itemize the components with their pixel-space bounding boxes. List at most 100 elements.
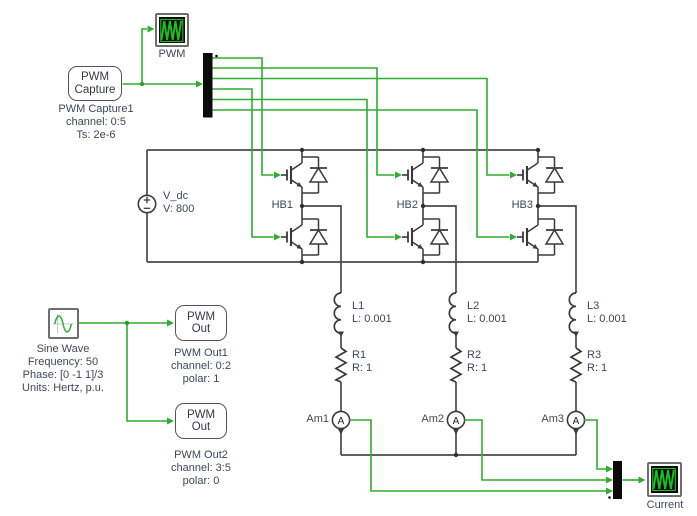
igbt-hb3-low[interactable]	[515, 217, 565, 257]
hb3-phase-wire[interactable]	[538, 205, 577, 293]
scope-pwm-block[interactable]	[155, 13, 189, 47]
l1-value: L: 0.001	[352, 313, 392, 325]
ammeter-am3-symbol: A	[573, 416, 580, 427]
ammeter-flow-arrows	[338, 429, 579, 435]
pwm-out2-name: PWM Out2	[174, 449, 228, 461]
inductor-l2[interactable]	[448, 292, 457, 335]
mux-port-marker	[608, 496, 611, 499]
r3-name: R3	[587, 349, 602, 361]
scope-current-screen	[651, 466, 678, 493]
pwm-out1-title-line2: Out	[191, 323, 211, 335]
scope-pwm-screen	[159, 17, 185, 43]
wire-junction-dots	[299, 147, 541, 458]
l3-annotation: L3 L: 0.001	[587, 300, 627, 326]
scope-waveform-icon	[160, 18, 184, 42]
hb2-phase-wire[interactable]	[423, 205, 457, 293]
inductor-l1[interactable]	[333, 292, 342, 335]
am2-meas-wire[interactable]	[464, 419, 607, 481]
signal-arrowheads	[147, 25, 646, 495]
gate-wire-hb3-low[interactable]	[212, 109, 510, 238]
igbt-hb3-high[interactable]	[515, 155, 565, 195]
scope-current-block[interactable]	[647, 462, 682, 497]
pwm-out2-annotation: PWM Out2 channel: 3:5 polar: 0	[131, 449, 271, 488]
gate-wire-hb2-high[interactable]	[212, 67, 395, 176]
igbt-hb1-high[interactable]	[279, 155, 329, 195]
sine-wave-freq: Frequency: 50	[27, 356, 99, 368]
demux-bar[interactable]	[203, 53, 218, 118]
pwm-out1-title-line1: PWM	[186, 310, 216, 323]
pwm-out2-polar: polar: 0	[182, 475, 220, 487]
am3-meas-wire[interactable]	[583, 419, 607, 470]
vdc-annotation: V_dc V: 800	[163, 190, 194, 216]
gate-wire-hb1-low[interactable]	[212, 88, 274, 238]
capture-scope-branch-wire[interactable]	[141, 28, 147, 84]
signal-junction-dots	[124, 81, 145, 326]
resistor-r3[interactable]	[569, 347, 583, 383]
gate-wire-hb1-high[interactable]	[212, 57, 274, 176]
l2-value: L: 0.001	[467, 313, 507, 325]
gate-wire-hb3-high[interactable]	[212, 77, 510, 176]
r3-annotation: R3 R: 1	[587, 349, 607, 375]
igbt-hb2-high[interactable]	[400, 155, 450, 195]
l1-annotation: L1 L: 0.001	[352, 300, 392, 326]
dc-link-wires[interactable]	[146, 149, 577, 456]
sine-wave-block[interactable]	[48, 308, 79, 339]
vdc-source[interactable]	[137, 194, 157, 214]
l3-value: L: 0.001	[587, 313, 627, 325]
hb1-phase-wire[interactable]	[302, 205, 342, 293]
plus-icon	[143, 196, 151, 204]
resistor-r2[interactable]	[449, 347, 463, 383]
gate-wire-hb2-low[interactable]	[212, 98, 395, 238]
mux-bar[interactable]	[608, 461, 622, 499]
pwm-out2-channel: channel: 3:5	[171, 462, 231, 474]
inductors[interactable]	[333, 292, 577, 335]
l3-name: L3	[587, 300, 600, 312]
ammeter-am1-symbol: A	[338, 416, 345, 427]
pwm-capture-title-line1: PWM	[80, 71, 110, 83]
pwm-out1-channel: channel: 0:2	[171, 360, 231, 372]
hb3-label: HB3	[511, 199, 533, 211]
sine-wave-icon	[52, 313, 75, 334]
vdc-value: V: 800	[163, 203, 195, 215]
igbt-hb2-low[interactable]	[400, 217, 450, 257]
pwm-out1-polar: polar: 1	[182, 373, 220, 385]
pwm-capture-ts: Ts: 2e-6	[76, 129, 116, 141]
l2-name: L2	[467, 300, 480, 312]
vdc-name: V_dc	[163, 190, 189, 202]
inductor-l3[interactable]	[568, 292, 577, 335]
r1-value: R: 1	[352, 362, 373, 374]
resistors[interactable]	[334, 347, 583, 383]
sine-wave-name: Sine Wave	[36, 343, 90, 355]
l1-name: L1	[352, 300, 365, 312]
pwm-out2-block[interactable]: PWM Out	[175, 403, 227, 439]
resistor-r1[interactable]	[334, 347, 348, 383]
r1-name: R1	[352, 349, 367, 361]
scope-current-label: Current	[646, 499, 684, 511]
sine-wave-phase: Phase: [0 -1 1]/3	[22, 369, 104, 381]
sine-wave-units: Units: Hertz, p.u.	[22, 382, 104, 394]
pwm-capture-name: PWM Capture1	[58, 103, 134, 115]
pwm-out1-annotation: PWM Out1 channel: 0:2 polar: 1	[131, 347, 271, 386]
ammeters[interactable]: A A A	[331, 410, 586, 435]
scope-waveform-icon	[652, 467, 676, 492]
pwm-out1-block[interactable]: PWM Out	[175, 305, 227, 341]
r2-annotation: R2 R: 1	[467, 349, 487, 375]
sine-out2-branch-wire[interactable]	[126, 323, 167, 422]
r2-value: R: 1	[467, 362, 488, 374]
am1-meas-wire[interactable]	[349, 419, 607, 492]
pwm-capture-annotation: PWM Capture1 channel: 0:5 Ts: 2e-6	[26, 103, 166, 142]
am1-label: Am1	[306, 413, 329, 425]
signal-wires[interactable]	[79, 28, 639, 492]
r2-name: R2	[467, 349, 482, 361]
pwm-capture-channel: channel: 0:5	[66, 116, 126, 128]
am2-label: Am2	[421, 413, 444, 425]
inductor-flow-arrows	[338, 331, 579, 337]
demux-port-marker	[215, 54, 218, 58]
am3-label: Am3	[541, 413, 564, 425]
igbt-hb1-low[interactable]	[279, 217, 329, 257]
pwm-out2-title-line2: Out	[191, 421, 211, 433]
ammeter-am2-symbol: A	[453, 416, 460, 427]
pwm-capture-block[interactable]: PWM Capture	[68, 66, 122, 101]
